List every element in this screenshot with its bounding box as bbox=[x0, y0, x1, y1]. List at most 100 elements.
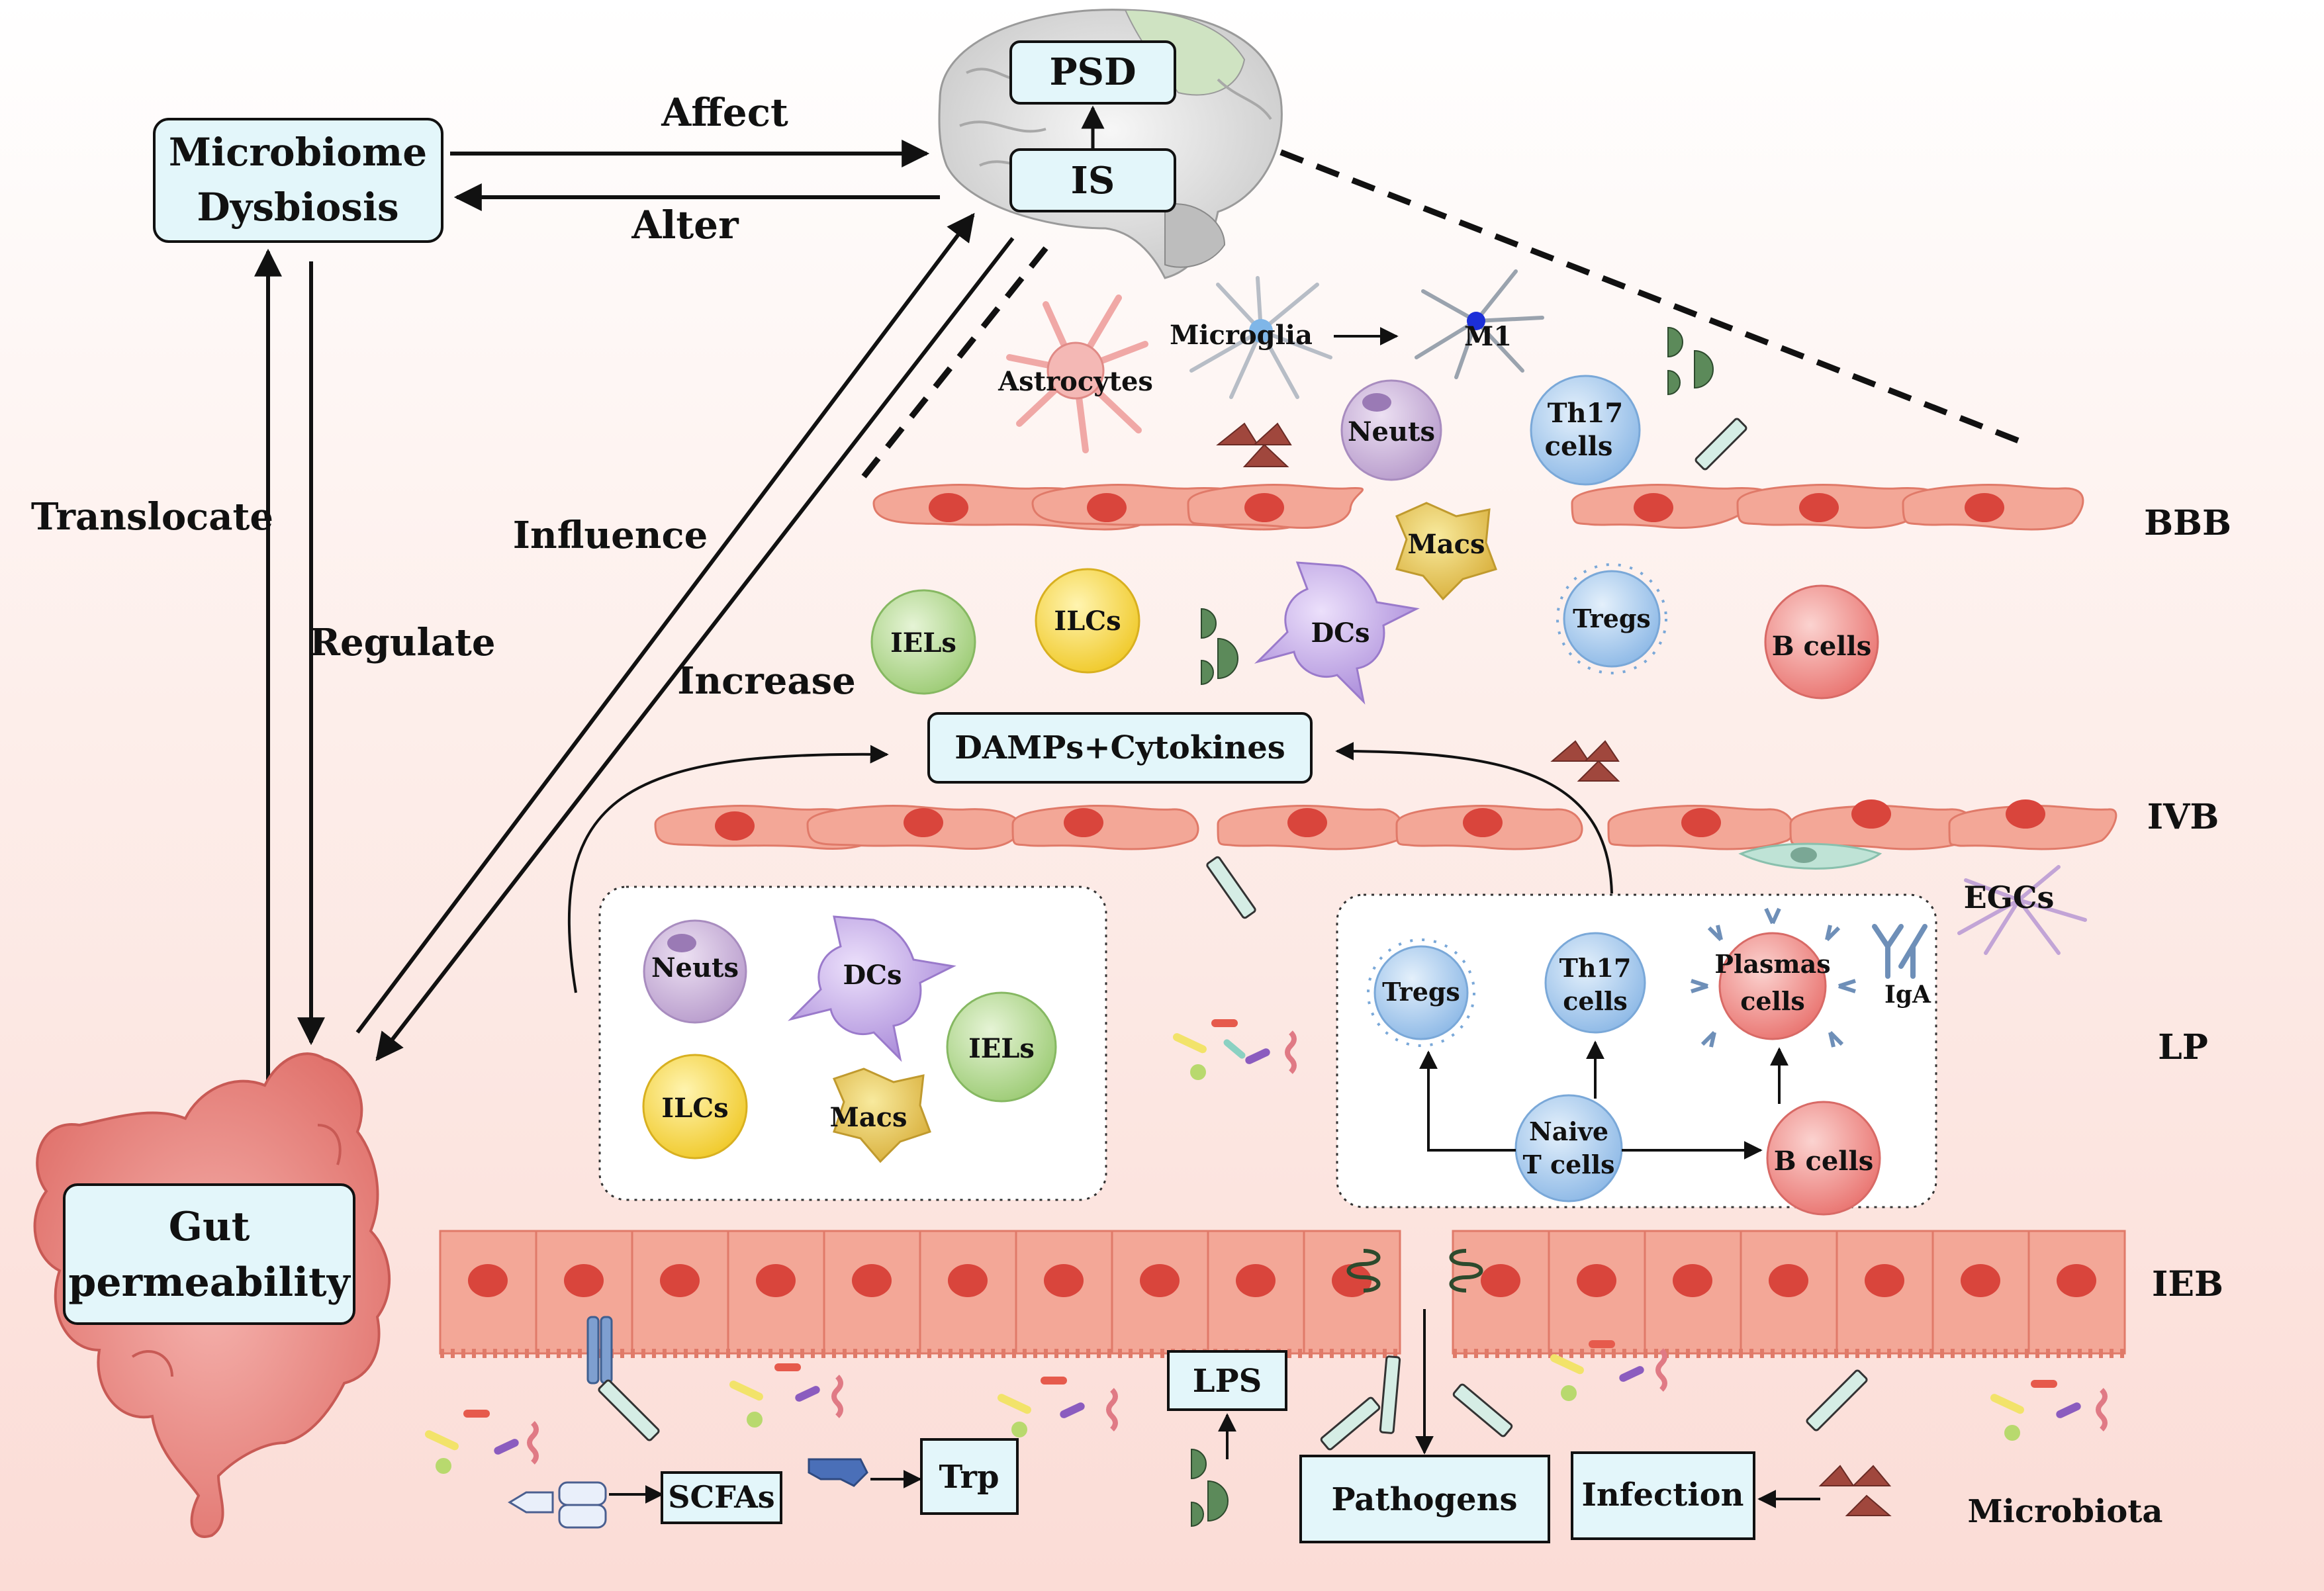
microglia-label: Microglia bbox=[1170, 320, 1313, 351]
rod-icon-pathogen-3 bbox=[1452, 1383, 1513, 1437]
influence-label: Influence bbox=[513, 514, 708, 557]
lp-differentiation-arrows bbox=[1419, 1040, 1789, 1159]
ilcs-label-top: ILCs bbox=[1054, 606, 1121, 637]
naive-label-1: Naive bbox=[1529, 1116, 1608, 1146]
macs-label-brain: Macs bbox=[1407, 529, 1485, 560]
th17-icon-lp bbox=[1544, 932, 1646, 1034]
bacteria-icon bbox=[424, 1410, 539, 1474]
astrocyte-icon bbox=[1006, 295, 1148, 453]
psd-label: PSD bbox=[1049, 50, 1136, 94]
zoom-dashed-line-right bbox=[1279, 149, 2027, 447]
trp-box: Trp bbox=[920, 1438, 1019, 1515]
bacteria-icon-5 bbox=[1990, 1380, 2108, 1441]
rod-icon-pathogen-2 bbox=[1320, 1396, 1381, 1451]
affect-label: Affect bbox=[661, 90, 788, 135]
ilcs-label-lp: ILCs bbox=[661, 1093, 728, 1124]
damps-cytokines-box: DAMPs+Cytokines bbox=[927, 712, 1313, 784]
rod-icon bbox=[1695, 418, 1747, 471]
lps-label: LPS bbox=[1193, 1363, 1262, 1400]
naive-label-2: T cells bbox=[1522, 1150, 1614, 1179]
bacteria-icon-lp bbox=[1172, 1019, 1297, 1080]
microbiota-label: Microbiota bbox=[1968, 1493, 2163, 1530]
iga-label: IgA bbox=[1884, 981, 1931, 1009]
increase-label: Increase bbox=[677, 659, 856, 703]
macrophage-icon-lp bbox=[832, 1068, 931, 1163]
infection-label: Infection bbox=[1581, 1477, 1743, 1514]
scfas-box: SCFAs bbox=[661, 1471, 782, 1524]
tregs-label-top: Tregs bbox=[1573, 604, 1651, 633]
iels-label-lp: IELs bbox=[968, 1033, 1035, 1064]
dcs-label-lp: DCs bbox=[843, 960, 902, 991]
naive-t-cell-icon bbox=[1514, 1094, 1623, 1203]
alter-label: Alter bbox=[631, 203, 739, 248]
macrophage-icon bbox=[1395, 502, 1497, 601]
egcs-label: EGCs bbox=[1964, 880, 2055, 915]
ieb-epithelium bbox=[439, 1230, 2126, 1358]
tregs-label-lp: Tregs bbox=[1382, 977, 1460, 1007]
ilcs-icon-lp bbox=[642, 1054, 748, 1159]
b-cell-icon-lp bbox=[1766, 1101, 1881, 1216]
neutrophil-icon-lp bbox=[643, 919, 747, 1024]
increase-arrow bbox=[375, 237, 1015, 1062]
plasmas-label-2: cells bbox=[1740, 986, 1805, 1016]
gut-permeability-box: Gut permeability bbox=[63, 1183, 355, 1325]
gut-label: Gut bbox=[169, 1204, 250, 1250]
iels-icon-lp bbox=[946, 991, 1057, 1103]
rod-icon-infection bbox=[1806, 1369, 1868, 1432]
dendritic-cell-icon-lp bbox=[788, 915, 956, 1062]
plasma-cell-icon bbox=[1691, 907, 1856, 1048]
triangle-cluster-icon-3 bbox=[1818, 1465, 1892, 1516]
iga-antibody-icon bbox=[1872, 924, 1928, 979]
damps-label: DAMPs+Cytokines bbox=[954, 729, 1285, 766]
bacteria-icon-3 bbox=[997, 1377, 1118, 1437]
half-circle-icon bbox=[1667, 326, 1714, 396]
neuts-label-lp: Neuts bbox=[651, 952, 739, 983]
scfa-molecule-icon bbox=[508, 1481, 607, 1529]
bbb-label: BBB bbox=[2144, 503, 2231, 543]
rod-icon-pathogen-1 bbox=[1379, 1355, 1401, 1434]
iels-label-top: IELs bbox=[890, 627, 956, 659]
dcs-label-top: DCs bbox=[1311, 617, 1370, 649]
th17-label-brain-1: Th17 bbox=[1548, 398, 1624, 429]
bacteria-icon-4 bbox=[1550, 1340, 1667, 1401]
bacteria-icon-2 bbox=[729, 1363, 843, 1428]
astrocytes-label: Astrocytes bbox=[998, 366, 1153, 397]
lps-box: LPS bbox=[1167, 1350, 1287, 1411]
zoom-dashed-line-left bbox=[861, 246, 1048, 478]
permeability-label: permeability bbox=[68, 1259, 351, 1306]
lp-left-to-damps-arrow bbox=[567, 745, 889, 993]
regulate-label: Regulate bbox=[309, 621, 495, 664]
scfas-label: SCFAs bbox=[668, 1479, 774, 1515]
microbiome-dysbiosis-box: Microbiome Dysbiosis bbox=[153, 118, 443, 243]
translocate-label: Translocate bbox=[31, 495, 273, 539]
b-cell-icon bbox=[1764, 584, 1879, 700]
th17-label-brain-2: cells bbox=[1545, 431, 1613, 462]
tight-junction-icon bbox=[1346, 1249, 1483, 1293]
ieb-label: IEB bbox=[2152, 1264, 2223, 1304]
ivb-endothelium bbox=[654, 799, 2117, 850]
microglia-icon bbox=[1189, 276, 1332, 399]
infection-box: Infection bbox=[1571, 1451, 1755, 1540]
bbb-endothelium bbox=[872, 483, 2084, 531]
m1-microglia-icon bbox=[1415, 269, 1544, 379]
triangle-cluster-icon-2 bbox=[1550, 740, 1620, 782]
pathogens-box: Pathogens bbox=[1299, 1455, 1550, 1543]
half-circle-icon-lps bbox=[1191, 1448, 1229, 1527]
iels-icon bbox=[870, 589, 976, 695]
rod-icon-2 bbox=[1206, 856, 1256, 919]
lp-right-to-damps-arrow bbox=[1335, 742, 1613, 894]
influence-arrow bbox=[355, 212, 975, 1034]
neuts-label-brain: Neuts bbox=[1348, 416, 1435, 447]
trp-molecule-icon bbox=[808, 1458, 868, 1487]
bcells-label-top: B cells bbox=[1772, 631, 1871, 662]
egc-icon bbox=[1738, 842, 2087, 955]
neutrophil-icon bbox=[1340, 379, 1442, 481]
tregs-icon bbox=[1556, 563, 1667, 674]
is-box: IS bbox=[1009, 148, 1176, 212]
triangle-cluster-icon bbox=[1216, 422, 1292, 467]
microbiome-label: Microbiome bbox=[169, 130, 427, 175]
th17-label-lp-2: cells bbox=[1563, 986, 1628, 1016]
th17-label-lp-1: Th17 bbox=[1559, 953, 1632, 983]
dendritic-cell-icon bbox=[1254, 561, 1420, 705]
bcells-label-lp: B cells bbox=[1774, 1146, 1873, 1177]
